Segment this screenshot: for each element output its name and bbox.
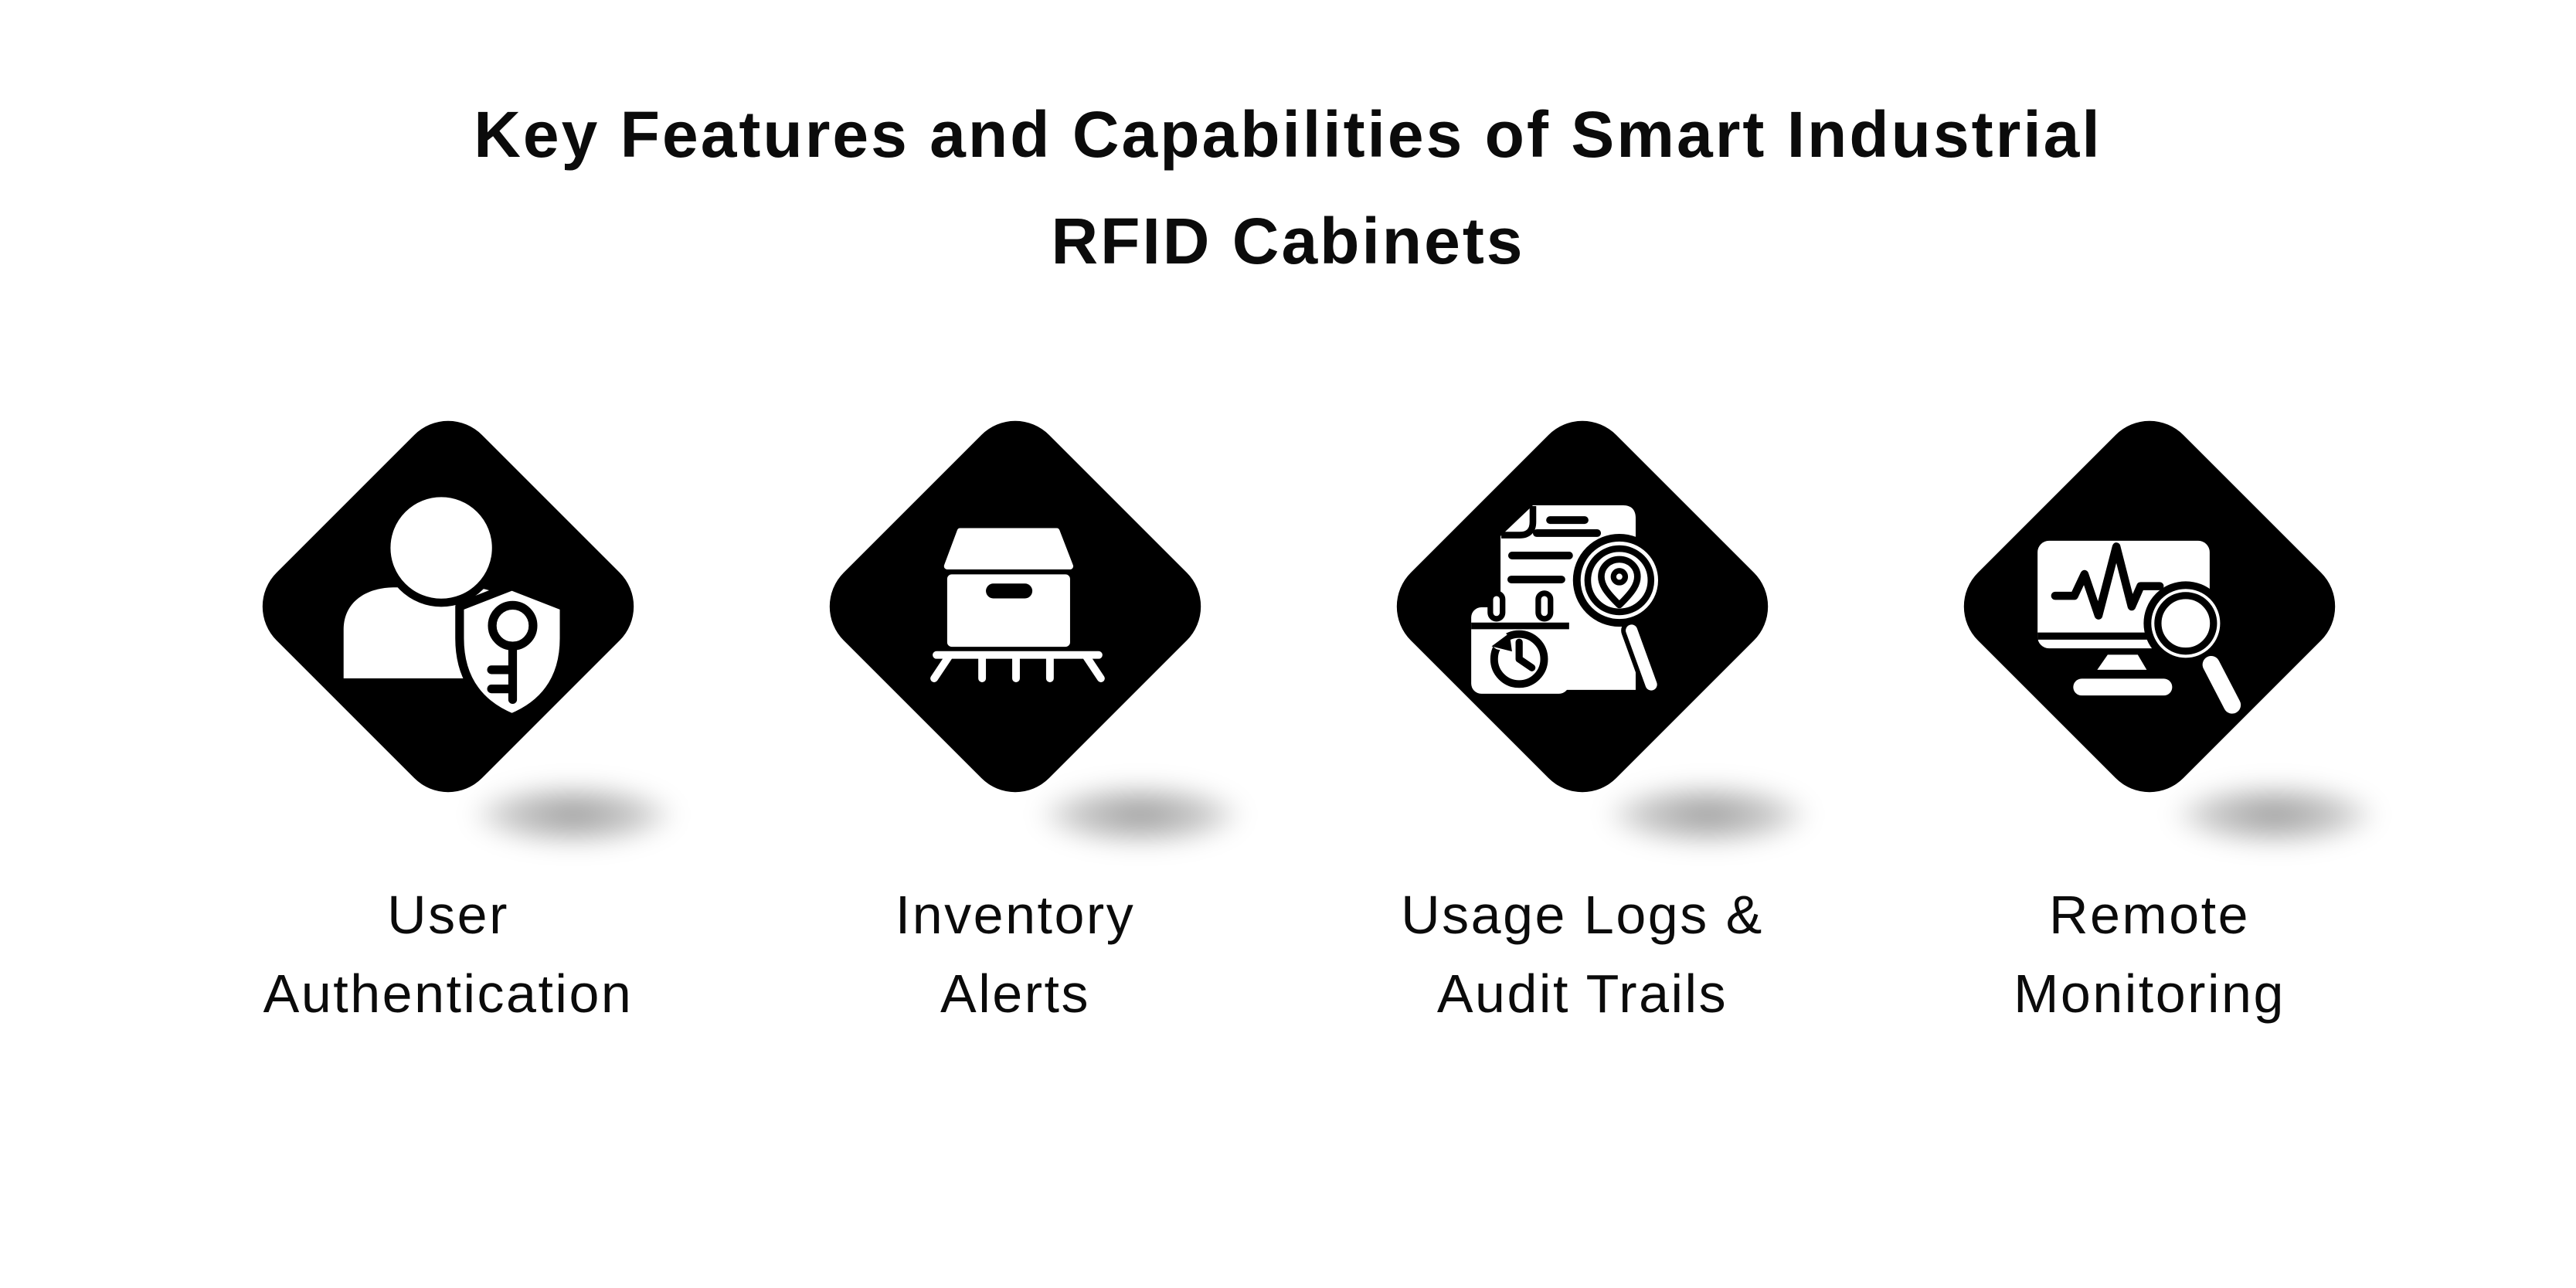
feature-remote-monitoring: Remote Monitoring — [1866, 399, 2433, 1033]
feature-label: User Authentication — [263, 875, 634, 1033]
storage-box — [943, 528, 1074, 647]
feature-label-line2: Audit Trails — [1436, 963, 1728, 1024]
tile-shadow — [2170, 782, 2379, 848]
feature-label-line2: Monitoring — [2014, 963, 2285, 1024]
tile-shadow — [1036, 782, 1245, 848]
feature-inventory-alerts: Inventory Alerts — [732, 399, 1299, 1033]
page-title-line1: Key Features and Capabilities of Smart I… — [474, 98, 2102, 171]
feature-label: Inventory Alerts — [895, 875, 1135, 1033]
feature-usage-logs-audit-trails: Usage Logs & Audit Trails — [1299, 399, 1866, 1033]
storage-box-rack-icon — [930, 528, 1105, 683]
feature-label-line2: Authentication — [263, 963, 634, 1024]
diamond-tile — [241, 399, 678, 848]
feature-label-line1: Inventory — [895, 885, 1136, 945]
monitor-pulse-search-icon — [2037, 540, 2241, 714]
feature-label-line1: Usage Logs & — [1401, 885, 1764, 945]
feature-user-authentication: User Authentication — [165, 399, 732, 1033]
user-shield-key-icon — [343, 488, 569, 722]
diamond-tile — [1942, 399, 2379, 848]
calendar-history — [1471, 590, 1569, 694]
feature-label: Remote Monitoring — [2014, 875, 2285, 1033]
feature-label: Usage Logs & Audit Trails — [1401, 875, 1764, 1033]
page-title: Key Features and Capabilities of Smart I… — [0, 81, 2576, 294]
location-magnifier — [1572, 533, 1666, 695]
diamond-tile — [1375, 399, 1812, 848]
document-location-search-history-icon — [1471, 505, 1666, 695]
magnifier — [2143, 581, 2241, 714]
features-row: User Authentication — [11, 399, 2576, 1033]
feature-label-line2: Alerts — [940, 963, 1090, 1024]
tile-shadow — [1603, 782, 1812, 848]
rack-stand — [930, 651, 1105, 683]
feature-label-line1: User — [387, 885, 509, 945]
page-title-line2: RFID Cabinets — [1051, 205, 1525, 277]
diamond-tile — [808, 399, 1245, 848]
feature-label-line1: Remote — [2048, 885, 2251, 945]
shield-key — [455, 581, 569, 722]
tile-shadow — [469, 782, 678, 848]
